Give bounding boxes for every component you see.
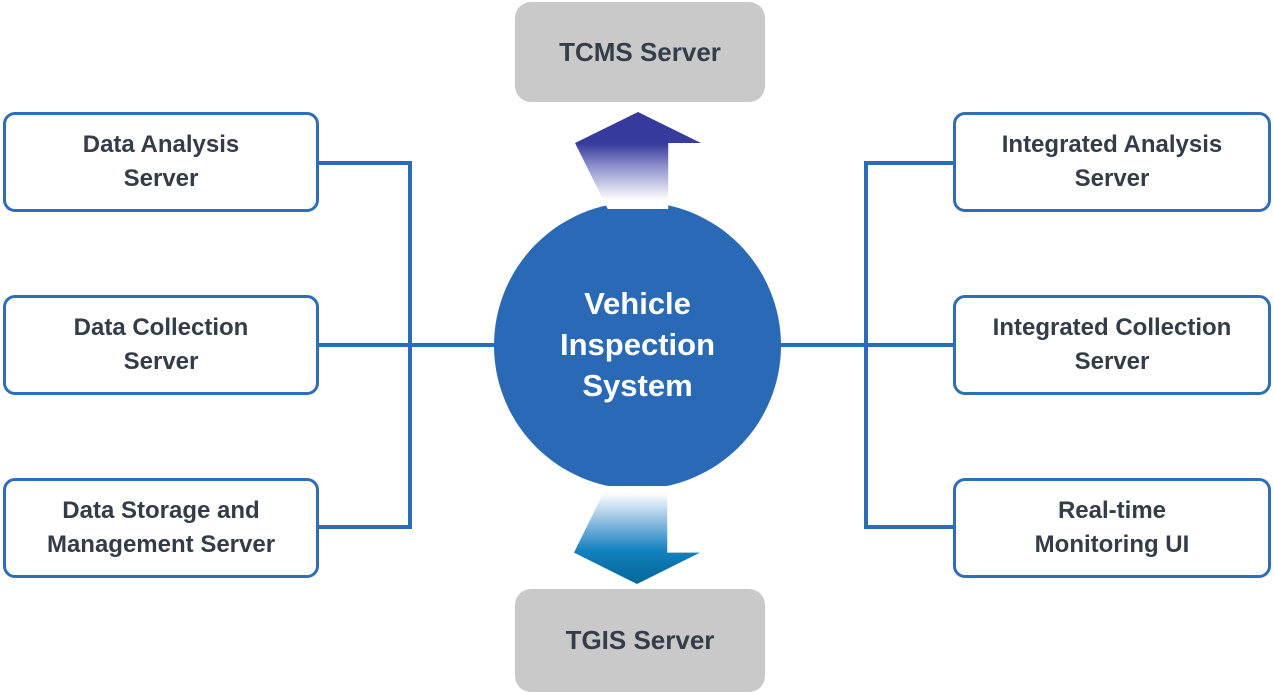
node-data-storage-management-server: Data Storage and Management Server (3, 478, 319, 578)
arrow-down-icon (574, 486, 700, 584)
node-tcms-server: TCMS Server (515, 2, 765, 102)
center-node-label: Vehicle Inspection System (559, 286, 715, 403)
center-node-vehicle-inspection-system: Vehicle Inspection System (494, 202, 781, 489)
connector-right-bus (864, 161, 868, 529)
node-data-analysis-server: Data Analysis Server (3, 112, 319, 212)
connector-left-bottom (317, 525, 412, 529)
node-integrated-collection-server: Integrated Collection Server (953, 295, 1271, 395)
node-integrated-analysis-server: Integrated Analysis Server (953, 112, 1271, 212)
connector-left-bus (408, 161, 412, 529)
connector-right-bottom (864, 525, 955, 529)
connector-left-top (317, 161, 412, 165)
arrow-up-icon (575, 112, 701, 209)
connector-right-top (864, 161, 955, 165)
node-real-time-monitoring-ui: Real-time Monitoring UI (953, 478, 1271, 578)
node-tgis-server: TGIS Server (515, 589, 765, 692)
node-data-collection-server: Data Collection Server (3, 295, 319, 395)
